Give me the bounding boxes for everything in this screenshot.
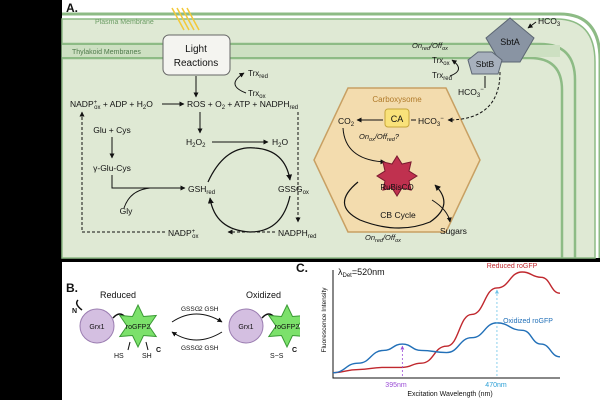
cb-on-off: Onred/Offox [365,233,401,244]
arrow-gsh-to-gssg [207,147,293,183]
oxidized-series-label: Oxidized roGFP [503,318,553,325]
reduced-label: Reduced [100,290,136,300]
eq-arrow-reverse [171,331,223,341]
h2o2: H2O2 [186,137,206,149]
thylakoid-membrane-line-1 [62,42,577,258]
oxidized-grx1-label: Grx1 [238,324,253,331]
dashed-arrow-nadp-up [79,111,165,233]
series-line-reduced [332,271,561,374]
panel-b-label: B. [66,281,78,295]
reduced-grx1 [79,308,115,344]
trx-cycle-arrow-left [234,72,247,94]
ca-box [384,108,410,128]
eq-gssg-bottom: GSSG [181,345,200,352]
reduced-sh: SH [142,353,152,360]
trx-red-left: Trxred [248,69,268,80]
trx-red-right: Trxred [432,71,452,82]
trx-ox-right: Trxox [432,56,450,67]
reduced-n-linker [75,299,83,311]
co2: CO2 [338,116,355,128]
oxidized-rogfp2-label: roGFP2 [275,324,300,331]
cb-cycle-label: CB Cycle [380,210,416,220]
sbt-on-off: Onred/Offox [412,41,448,52]
eq-gssg-top: GSSG [181,306,200,313]
dashed-arrow-hco3-import [447,71,501,123]
panel-a-label: A. [66,1,78,15]
rubisco-star [376,155,418,197]
arrow-co2-to-rubisco [342,127,386,165]
hco3-inside: HCO3− [418,116,444,128]
oxidized-label: Oxidized [246,290,281,300]
reduced-rogfp2-star [118,303,158,349]
gly: Gly [120,206,134,216]
arrow-to-sugars [431,199,452,223]
ros-atp-nadph: ROS + O2 + ATP + NADPHred [187,99,298,111]
trx-ox-left: Trxox [248,89,266,100]
gsh-red: GSHred [188,184,215,196]
arrow-gly-join [123,187,151,209]
nadph-red-bottom: NADPHred [278,228,316,240]
reduced-thiol-2 [145,341,149,351]
gssg-ox: GSSGox [278,184,309,196]
oxidized-grx1 [228,308,264,344]
sunlight-rays [171,7,200,31]
glu-cys: Glu + Cys [93,125,131,135]
light-reactions-box [162,34,231,76]
plasma-membrane-label: Plasma Membrane [95,19,154,26]
reduced-thiol-1 [127,341,131,351]
gamma-glu-cys: γ-Glu-Cys [93,163,131,173]
reduced-series-label: Reduced roGFP [487,263,538,270]
oxidized-disulfide: S−S [270,353,284,360]
cb-cycle-arrow [343,181,445,229]
detection-wavelength: λDet=520nm [338,267,385,279]
rubisco-label: RuBisCO [380,183,413,192]
arrow-gamma-to-gsh [111,175,186,191]
reduced-grx1-label: Grx1 [89,324,104,331]
carboxysome-label: Carboxysome [372,95,422,104]
h2o-product: H2O [272,137,288,149]
sbta-label: SbtA [500,37,520,47]
thylakoid-membranes-label: Thylakoid Membranes [72,49,141,56]
arrow-hco3-into-sbta [527,21,537,29]
y-axis-label: Fluorescence Intensity [321,287,328,353]
marker-395-label: 395nm [385,382,407,389]
marker-470-label: 470nm [485,382,507,389]
light-reactions-line-1: Light [185,44,207,55]
reduced-rogfp2-label: roGFP2 [126,324,151,331]
eq-2gsh-top: 2 GSH [199,306,219,313]
spectrum-chart [332,270,561,379]
reduced-n-terminus: N [72,308,77,315]
eq-2gsh-bottom: 2 GSH [199,345,219,352]
panel-c-label: C. [296,261,308,275]
nadp-ox-bottom: NADP+ox [168,228,198,240]
hco3-outside: HCO3 [538,16,561,28]
ca-on-off: Onox/Offred? [359,132,400,143]
series-line-oxidized [332,322,561,374]
oxidized-c-terminus: C [292,347,297,354]
panel-c-background [300,262,600,400]
chart-axes [332,270,560,379]
x-axis-label: Excitation Wavelength (nm) [407,391,492,398]
thylakoid-membrane-line-2 [62,56,564,258]
eq-arrow-forward [171,313,223,323]
nadp-adp-h2o: NADP+ox + ADP + H2O [70,99,153,111]
light-reactions-line-2: Reactions [174,58,218,69]
reduced-c-terminus: C [156,347,161,354]
hco3-middle: HCO3− [458,87,484,99]
ca-label: CA [391,114,404,124]
sugars-label: Sugars [440,226,467,236]
trx-cycle-arrow-right [449,59,459,77]
sbtb-label: SbtB [476,59,495,69]
sbtb-shape [467,51,503,75]
reduced-hs: HS [114,353,124,360]
